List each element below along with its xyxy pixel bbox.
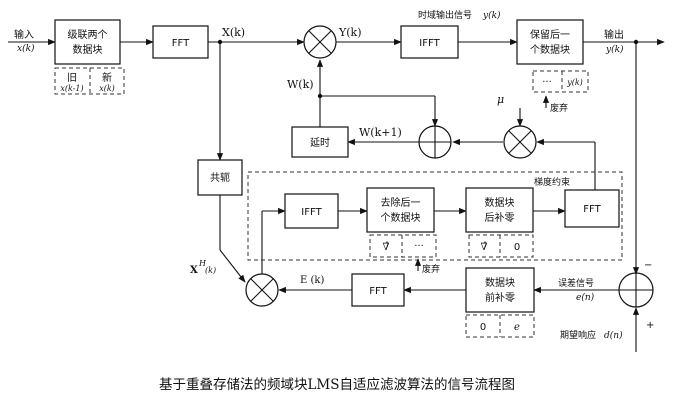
plus-label: +: [646, 320, 654, 331]
keep-last-subblocks: ··· y(k): [532, 70, 589, 93]
gradient-constraint-label: 梯度约束: [534, 176, 570, 188]
zero2-label: 0: [480, 322, 486, 333]
fft-block-3: FFT: [351, 273, 405, 307]
svg-text:FFT: FFT: [172, 38, 190, 49]
remove-last-line1: 去除后一: [381, 196, 421, 209]
Wk-label: W(k): [287, 78, 314, 91]
svg-text:X: X: [190, 265, 198, 276]
desired-response-sym: d(n): [604, 330, 623, 341]
keep-last-line2: 个数据块: [530, 43, 570, 56]
zero-pad-front-line2: 前补零: [485, 291, 515, 304]
minus-label: −: [644, 260, 652, 271]
new-block-signal: x(k): [99, 84, 115, 93]
discard2-label: 废弃: [422, 263, 440, 275]
concat-label-line2: 数据块: [73, 43, 103, 56]
time-output-signal: y(k): [482, 10, 501, 21]
multiplier-node-mu: [503, 125, 537, 159]
fft-block-1: FFT: [152, 25, 209, 59]
svg-text:延时: 延时: [310, 137, 330, 149]
multiplier-node-gradient: [245, 273, 279, 307]
zero-pad-back-line2: 后补零: [485, 211, 515, 224]
remove-last-line2: 个数据块: [381, 211, 421, 224]
svg-text:(k): (k): [205, 266, 216, 275]
sum-node-weight: [418, 125, 452, 159]
e-label: e: [514, 322, 520, 333]
zero-label: 0: [514, 242, 520, 253]
y-sub-signal: y(k): [566, 78, 583, 87]
svg-text:H: H: [198, 259, 207, 268]
concat-block: 级联两个 数据块: [54, 19, 121, 65]
old-block-label: 旧: [67, 72, 77, 84]
delay-block: 延时: [291, 126, 349, 158]
svg-text:IFFT: IFFT: [301, 207, 322, 218]
signal-wires: [8, 38, 665, 352]
ifft-block-2: IFFT: [284, 193, 339, 229]
keep-last-block: 保留后一 个数据块: [516, 19, 584, 65]
svg-text:共轭: 共轭: [210, 171, 230, 184]
ellipsis-label: ···: [542, 77, 552, 88]
concat-subblocks: 旧 x(k-1) 新 x(k): [54, 67, 125, 95]
Xk-label: X(k): [222, 26, 245, 39]
time-output-label: 时域输出信号: [418, 9, 472, 21]
multiplier-node-main: [303, 25, 337, 59]
zero-pad-back-line1: 数据块: [485, 196, 515, 209]
keep-last-line1: 保留后一: [530, 28, 570, 41]
Ek-label: E (k): [300, 275, 324, 286]
sum-node-error: [618, 272, 654, 308]
output-label: 输出: [604, 28, 624, 41]
output-signal-label: y(k): [605, 44, 624, 55]
concat-label-line1: 级联两个: [68, 29, 108, 41]
input-label: 输入: [14, 28, 34, 41]
XH-label: X H (k): [190, 259, 216, 276]
desired-response-label: 期望响应: [560, 329, 596, 341]
discard-label: 废弃: [550, 102, 568, 114]
Wk1-label: W(k+1): [359, 126, 402, 139]
new-block-label: 新: [102, 71, 112, 84]
Yk-label: Y(k): [338, 26, 362, 39]
fft-block-2: FFT: [564, 189, 620, 228]
conjugate-block: 共轭: [197, 159, 243, 196]
figure-caption: 基于重叠存储法的频域块LMS自适应滤波算法的信号流程图: [159, 376, 515, 393]
svg-text:FFT: FFT: [369, 286, 387, 297]
zero-pad-back-block: 数据块 后补零: [465, 187, 534, 233]
grad-hat-label-2: ∇̂: [481, 242, 488, 253]
zero-pad-back-subblocks: ∇̂ 0: [468, 234, 534, 258]
error-signal-sym: e(n): [576, 292, 595, 303]
zero-pad-front-block: 数据块 前补零: [465, 267, 535, 313]
svg-text:FFT: FFT: [583, 204, 601, 215]
remove-last-subblocks: ∇̂ ···: [369, 234, 437, 258]
ifft-block-1: IFFT: [400, 25, 459, 59]
zero-pad-front-line1: 数据块: [485, 276, 515, 289]
input-signal-label: x(k): [17, 43, 35, 54]
grad-hat-label: ∇̂: [383, 242, 390, 253]
zero-pad-front-subblocks: 0 e: [465, 314, 535, 338]
error-signal-label: 误差信号: [558, 277, 594, 289]
svg-text:IFFT: IFFT: [419, 38, 440, 49]
remove-last-block: 去除后一 个数据块: [366, 187, 435, 233]
ellipsis2-label: ···: [414, 241, 424, 252]
old-block-signal: x(k-1): [60, 84, 83, 93]
mu-label: μ: [497, 93, 504, 106]
